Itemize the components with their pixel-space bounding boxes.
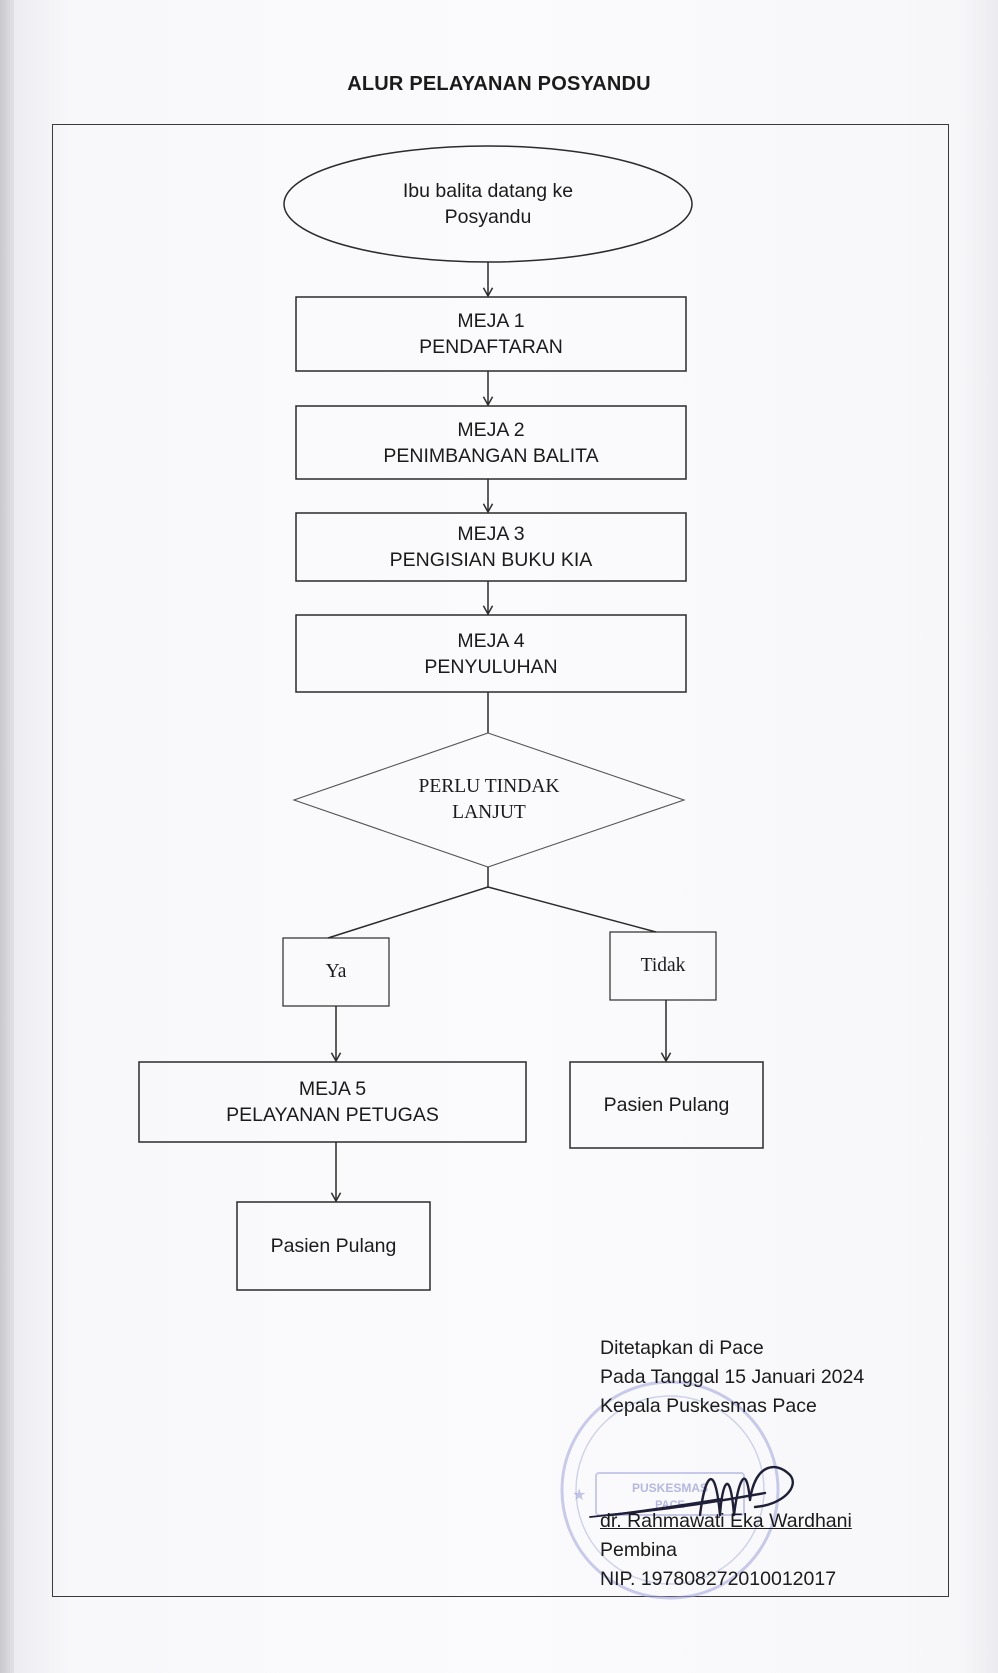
start-line1: Ibu balita datang ke	[402, 180, 574, 202]
meja2-box	[295, 405, 687, 480]
connector-branch-yes	[327, 886, 489, 939]
end-yes-box	[236, 1201, 431, 1291]
end-no-text: Pasien Pulang	[603, 1094, 730, 1116]
page-edge-shadow	[0, 0, 14, 1673]
document-title: ALUR PELAYANAN POSYANDU	[347, 73, 651, 95]
meja5-box	[138, 1061, 527, 1143]
decision-line1: PERLU TINDAK	[418, 776, 560, 797]
flowchart-frame	[52, 124, 949, 1597]
branch-yes-label: Ya	[325, 961, 347, 982]
meja3-box	[295, 512, 687, 582]
meja5-line1: MEJA 5	[298, 1078, 367, 1100]
meja3-text: MEJA 3 PENGISIAN BUKU KIA	[296, 513, 686, 581]
start-line2: Posyandu	[444, 206, 532, 228]
meja2-line1: MEJA 2	[457, 418, 525, 441]
meja4-box	[295, 614, 687, 693]
signatory-nip: NIP. 197808272010012017	[600, 1568, 837, 1590]
meja4-line2: PENYULUHAN	[424, 655, 558, 678]
meja5-line2: PELAYANAN PETUGAS	[226, 1104, 439, 1126]
end-yes-text: Pasien Pulang	[270, 1235, 397, 1257]
no-label-box	[609, 931, 717, 1001]
signature-space	[600, 1421, 940, 1507]
meja1-box	[295, 296, 687, 372]
branch-no-label: Tidak	[640, 955, 686, 976]
meja3-line2: PENGISIAN BUKU KIA	[389, 549, 593, 571]
signatory-name: dr. Rahmawati Eka Wardhani	[600, 1510, 852, 1532]
meja1-line1: MEJA 1	[457, 310, 525, 332]
meja2-text: MEJA 2 PENIMBANGAN BALITA	[296, 406, 686, 479]
meja5-text: MEJA 5 PELAYANAN PETUGAS	[139, 1062, 526, 1142]
end-no-box	[569, 1061, 764, 1149]
meja1-line2: PENDAFTARAN	[419, 336, 563, 358]
meja1-text: MEJA 1 PENDAFTARAN	[296, 297, 686, 371]
decision-line2: LANJUT	[452, 802, 526, 823]
signatory-rank: Pembina	[600, 1539, 677, 1561]
svg-text:★: ★	[572, 1487, 586, 1504]
official-stamp: PUSKESMAS PACE ★	[560, 1380, 794, 1600]
meja3-line1: MEJA 3	[457, 523, 525, 545]
signature-block: Ditetapkan di Pace Pada Tanggal 15 Janua…	[600, 1334, 940, 1594]
meja4-text: MEJA 4 PENYULUHAN	[296, 615, 686, 692]
svg-text:PUSKESMAS: PUSKESMAS	[632, 1481, 708, 1495]
meja2-line2: PENIMBANGAN BALITA	[383, 444, 599, 467]
signature-position: Kepala Puskesmas Pace	[600, 1395, 817, 1417]
signature-place: Ditetapkan di Pace	[600, 1337, 764, 1359]
signature-date: Pada Tanggal 15 Januari 2024	[600, 1366, 865, 1388]
document-page	[14, 0, 998, 1673]
decision-text: PERLU TINDAK LANJUT	[344, 765, 634, 835]
connector-branch-no	[487, 886, 657, 933]
start-node-text: Ibu balita datang ke Posyandu	[288, 150, 688, 258]
meja4-line1: MEJA 4	[457, 629, 525, 652]
